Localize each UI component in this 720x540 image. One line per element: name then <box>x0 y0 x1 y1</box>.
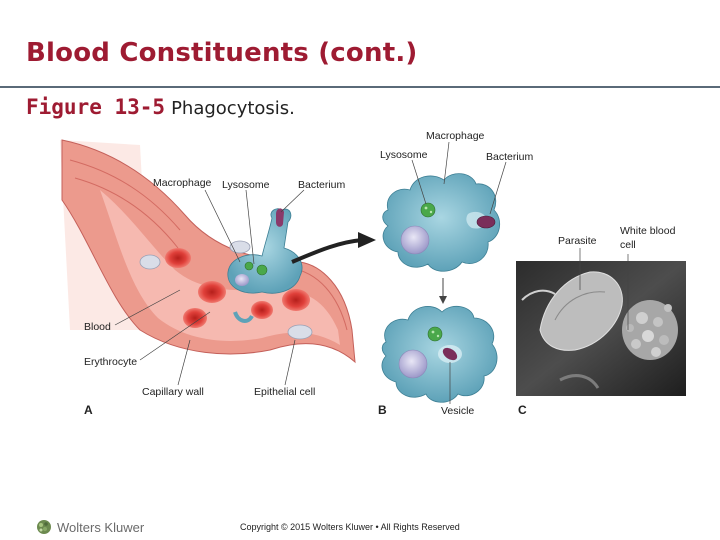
nucleus-b-top <box>400 225 430 255</box>
label-b-vesicle: Vesicle <box>441 405 474 417</box>
label-b-lysosome: Lysosome <box>380 149 428 161</box>
arrow-a-to-b <box>291 238 363 264</box>
label-b-bacterium: Bacterium <box>486 151 534 163</box>
erythrocyte-1 <box>165 248 191 268</box>
lysosome-a-1 <box>256 264 268 276</box>
label-a-capillary-wall: Capillary wall <box>142 386 204 398</box>
label-c-parasite: Parasite <box>558 235 597 247</box>
lysosome-a-2 <box>244 261 254 271</box>
panel-a-illustration <box>60 139 376 364</box>
erythrocyte-2 <box>198 281 226 303</box>
label-a-lysosome: Lysosome <box>222 179 270 191</box>
title-divider <box>0 86 720 88</box>
panel-b-illustration <box>381 173 501 403</box>
label-c-white-blood-line2: cell <box>620 239 636 251</box>
figure-title: Phagocytosis. <box>171 98 295 119</box>
lysosome-b-top <box>420 202 436 218</box>
erythrocyte-4 <box>282 289 310 311</box>
lysosome-b-bottom <box>427 326 443 342</box>
label-a-epithelial-cell: Epithelial cell <box>254 386 315 398</box>
panel-a-letter: A <box>84 403 93 417</box>
bacterium-b-top <box>476 215 496 229</box>
publisher-logo: Wolters Kluwer <box>36 519 144 535</box>
panel-c-micrograph <box>516 261 686 396</box>
slide-title: Blood Constituents (cont.) <box>26 38 418 68</box>
label-a-erythrocyte: Erythrocyte <box>84 356 137 368</box>
erythrocyte-5 <box>251 301 273 319</box>
label-a-blood: Blood <box>84 321 111 333</box>
bacterium-b-bottom <box>442 347 458 361</box>
label-c-white-blood-line1: White blood <box>620 225 676 237</box>
publisher-name: Wolters Kluwer <box>57 519 145 535</box>
capillary-lumen <box>100 190 340 345</box>
panel-b-letter: B <box>378 403 387 417</box>
panel-c-letter: C <box>518 403 527 417</box>
bacterium-a <box>276 208 284 227</box>
macrophage-a <box>227 208 303 294</box>
nucleus-b-bottom <box>398 349 428 379</box>
wolters-kluwer-logo-icon <box>37 520 51 534</box>
label-b-macrophage: Macrophage <box>426 130 485 142</box>
erythrocyte-3 <box>183 308 207 328</box>
macrophage-a-nucleus <box>235 274 249 286</box>
copyright-text: Copyright © 2015 Wolters Kluwer • All Ri… <box>240 522 460 532</box>
figure-number: Figure 13-5 <box>26 95 166 119</box>
label-a-bacterium: Bacterium <box>298 179 346 191</box>
label-a-macrophage: Macrophage <box>153 177 212 189</box>
